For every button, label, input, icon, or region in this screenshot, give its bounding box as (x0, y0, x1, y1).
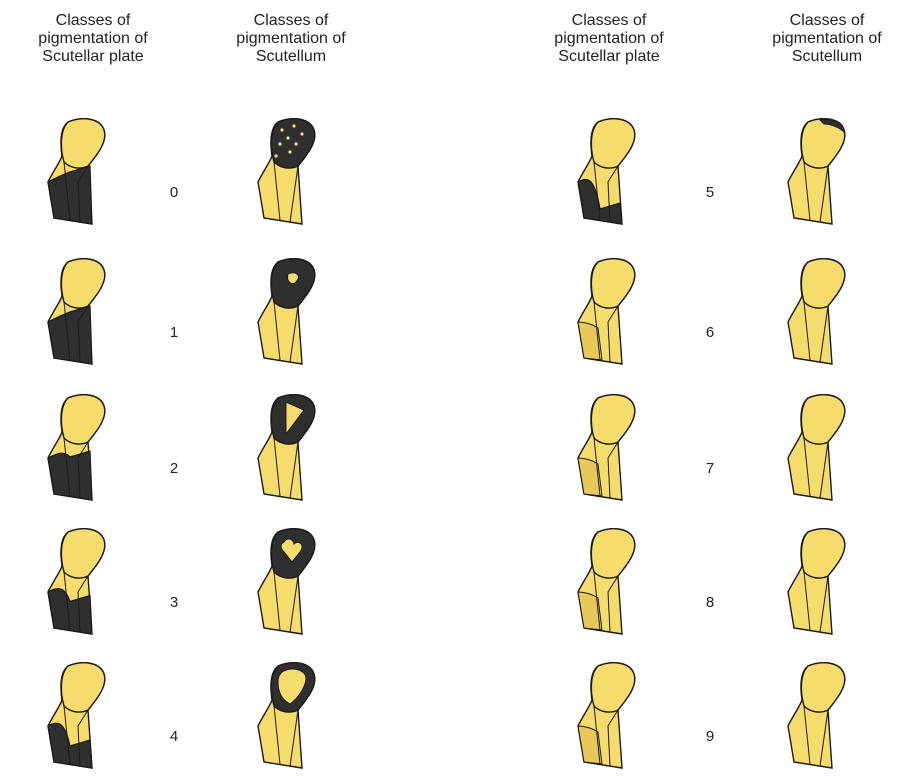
plate-head (591, 663, 634, 712)
scutellum-head (801, 663, 844, 712)
scutellum-figure-class-5 (780, 112, 860, 232)
scutellum-spot (280, 128, 283, 131)
scutellum-figure-class-2 (250, 388, 330, 508)
scutellum-spot (288, 150, 291, 153)
class-number: 9 (700, 728, 720, 745)
scutellum-figure-class-7 (780, 388, 860, 508)
plate-head (61, 663, 104, 712)
header-line: Scutellar plate (18, 48, 168, 66)
scutellum-drawing (250, 252, 330, 372)
header-plate-left: Classes of pigmentation of Scutellar pla… (18, 12, 168, 66)
plate-head (591, 259, 634, 308)
plate-drawing (40, 388, 120, 508)
plate-head (591, 395, 634, 444)
scutellum-spot (278, 142, 281, 145)
header-line: Classes of (752, 12, 902, 30)
plate-head (61, 395, 104, 444)
plate-drawing (570, 252, 650, 372)
plate-figure-class-4 (40, 656, 120, 776)
class-number: 0 (164, 184, 184, 201)
scutellum-figure-class-0 (250, 112, 330, 232)
scutellum-head (801, 529, 844, 578)
plate-drawing (40, 522, 120, 642)
class-number: 4 (164, 728, 184, 745)
scutellum-drawing (780, 112, 860, 232)
scutellum-figure-class-6 (780, 252, 860, 372)
scutellum-spot (300, 132, 303, 135)
scutellum-figure-class-1 (250, 252, 330, 372)
scutellum-drawing (780, 522, 860, 642)
scutellum-drawing (780, 656, 860, 776)
header-line: pigmentation of (216, 30, 366, 48)
scutellum-figure-class-3 (250, 522, 330, 642)
plate-drawing (570, 112, 650, 232)
plate-drawing (40, 252, 120, 372)
scutellum-drawing (250, 112, 330, 232)
plate-drawing (570, 388, 650, 508)
header-line: Scutellum (752, 48, 902, 66)
header-line: Classes of (216, 12, 366, 30)
scutellum-drawing (250, 388, 330, 508)
header-scutellum-left: Classes of pigmentation of Scutellum (216, 12, 366, 66)
plate-figure-class-9 (570, 656, 650, 776)
header-line: Scutellum (216, 48, 366, 66)
plate-figure-class-6 (570, 252, 650, 372)
scutellum-head (801, 259, 844, 308)
plate-figure-class-3 (40, 522, 120, 642)
plate-figure-class-2 (40, 388, 120, 508)
scutellum-figure-class-9 (780, 656, 860, 776)
scutellum-figure-class-4 (250, 656, 330, 776)
plate-drawing (570, 522, 650, 642)
plate-head (61, 529, 104, 578)
plate-figure-class-0 (40, 112, 120, 232)
scutellum-drawing (250, 522, 330, 642)
plate-drawing (570, 656, 650, 776)
header-line: Classes of (18, 12, 168, 30)
scutellum-drawing (780, 388, 860, 508)
header-plate-right: Classes of pigmentation of Scutellar pla… (534, 12, 684, 66)
plate-head (591, 119, 634, 168)
class-number: 2 (164, 460, 184, 477)
plate-head (61, 119, 104, 168)
scutellum-spot (292, 124, 295, 127)
plate-figure-class-8 (570, 522, 650, 642)
scutellum-figure-class-8 (780, 522, 860, 642)
scutellum-head (801, 395, 844, 444)
header-scutellum-right: Classes of pigmentation of Scutellum (752, 12, 902, 66)
scutellum-spot (274, 154, 277, 157)
plate-figure-class-5 (570, 112, 650, 232)
scutellum-spot (294, 142, 297, 145)
class-number: 7 (700, 460, 720, 477)
plate-head (591, 529, 634, 578)
class-number: 3 (164, 594, 184, 611)
scutellum-spot (286, 136, 289, 139)
plate-drawing (40, 656, 120, 776)
plate-drawing (40, 112, 120, 232)
scutellum-drawing (250, 656, 330, 776)
header-line: Scutellar plate (534, 48, 684, 66)
class-number: 5 (700, 184, 720, 201)
plate-head (61, 259, 104, 308)
plate-figure-class-7 (570, 388, 650, 508)
plate-figure-class-1 (40, 252, 120, 372)
class-number: 1 (164, 324, 184, 341)
class-number: 6 (700, 324, 720, 341)
scutellum-drawing (780, 252, 860, 372)
header-line: pigmentation of (534, 30, 684, 48)
header-line: pigmentation of (18, 30, 168, 48)
class-number: 8 (700, 594, 720, 611)
header-line: pigmentation of (752, 30, 902, 48)
header-line: Classes of (534, 12, 684, 30)
